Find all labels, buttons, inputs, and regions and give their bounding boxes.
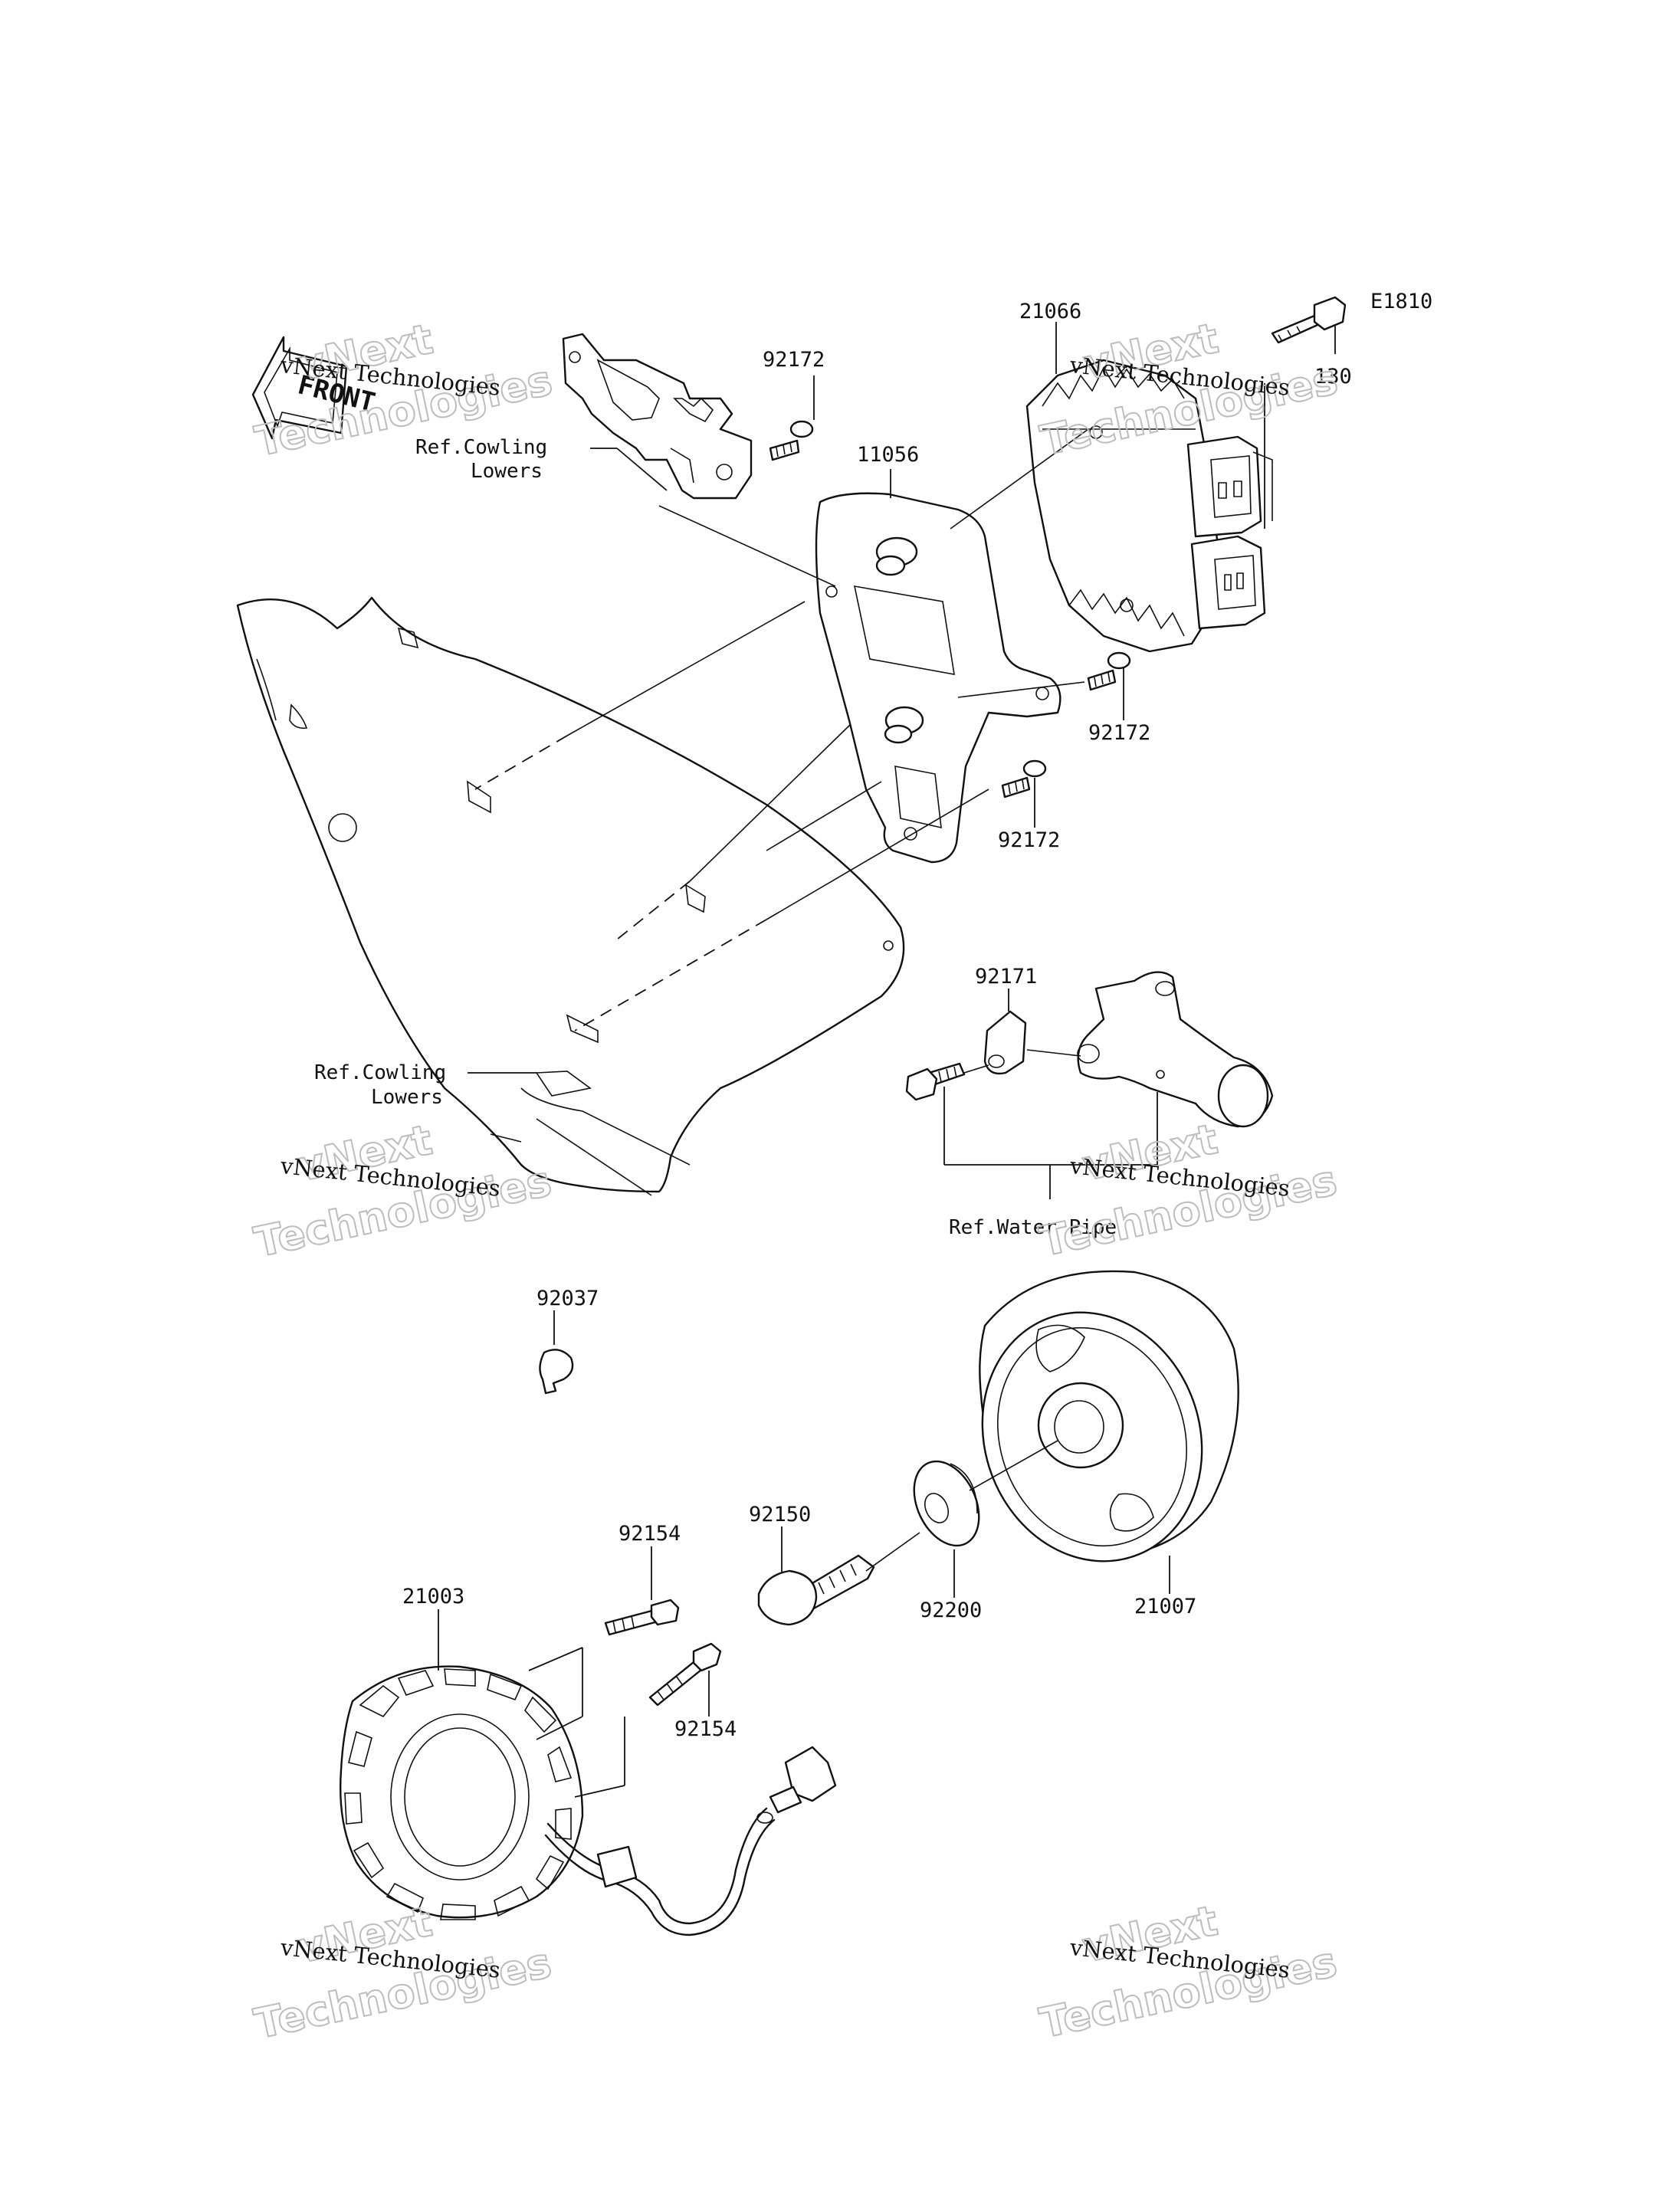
part-label-92172-middle: 92172: [1088, 721, 1150, 745]
cowling-lowers-panel: [236, 596, 905, 1196]
front-direction-arrow: FRONT: [251, 336, 379, 440]
ref-cowling-upper-line1: Ref.Cowling: [415, 436, 547, 459]
clip-92037: [539, 1349, 574, 1395]
rotor-21007: [979, 1270, 1239, 1562]
leader-lines: [438, 322, 1336, 1798]
ref-water-pipe: Ref.Water Pipe: [949, 1216, 1117, 1239]
plate-11056: [815, 492, 1061, 864]
screw-92172-middle: [1087, 651, 1131, 691]
watermarks: vNext Technologies vNext Technologies vN…: [249, 313, 1342, 2049]
part-label-92200: 92200: [920, 1599, 982, 1622]
ref-cowling-lower-line2: Lowers: [371, 1086, 443, 1109]
part-labels: 21066 130 92172 11056 92172 92172 92171 …: [402, 300, 1352, 1741]
upper-cowling-bracket: [562, 333, 753, 500]
part-label-11056: 11056: [857, 443, 919, 467]
part-label-92154-upper: 92154: [619, 1522, 681, 1546]
part-label-92171: 92171: [975, 965, 1037, 989]
bolt-130: [1271, 296, 1347, 344]
regulator-rectifier-21066: [1025, 359, 1273, 653]
part-label-21003: 21003: [402, 1585, 464, 1608]
part-label-92154-lower: 92154: [674, 1717, 737, 1741]
ref-cowling-lower-line1: Ref.Cowling: [314, 1061, 446, 1084]
screw-92172-upper: [769, 420, 814, 461]
washer-92200: [913, 1460, 980, 1547]
clamp-92171: [983, 1010, 1027, 1075]
assembly-lines: [474, 428, 1089, 1572]
part-label-92150: 92150: [749, 1503, 811, 1526]
part-label-92172-lower: 92172: [998, 828, 1060, 852]
stator-21003: [339, 1665, 837, 1936]
part-label-21007: 21007: [1134, 1595, 1196, 1618]
bolt-92154-upper: [604, 1599, 680, 1636]
part-label-92037: 92037: [536, 1287, 599, 1310]
part-label-21066: 21066: [1019, 300, 1081, 323]
diagram-code: E1810: [1370, 290, 1432, 313]
water-pipe-fitting: [1077, 971, 1274, 1128]
bolt-water-pipe: [905, 1062, 966, 1101]
ref-cowling-upper-line2: Lowers: [471, 460, 543, 483]
bolt-92154-lower: [648, 1642, 722, 1707]
part-label-130: 130: [1314, 365, 1352, 389]
bolt-92150: [757, 1554, 875, 1626]
screw-92172-lower: [1001, 759, 1047, 798]
reference-labels: Ref.Cowling Lowers Ref.Cowling Lowers Re…: [314, 436, 1117, 1239]
part-label-92172-upper: 92172: [763, 348, 825, 372]
